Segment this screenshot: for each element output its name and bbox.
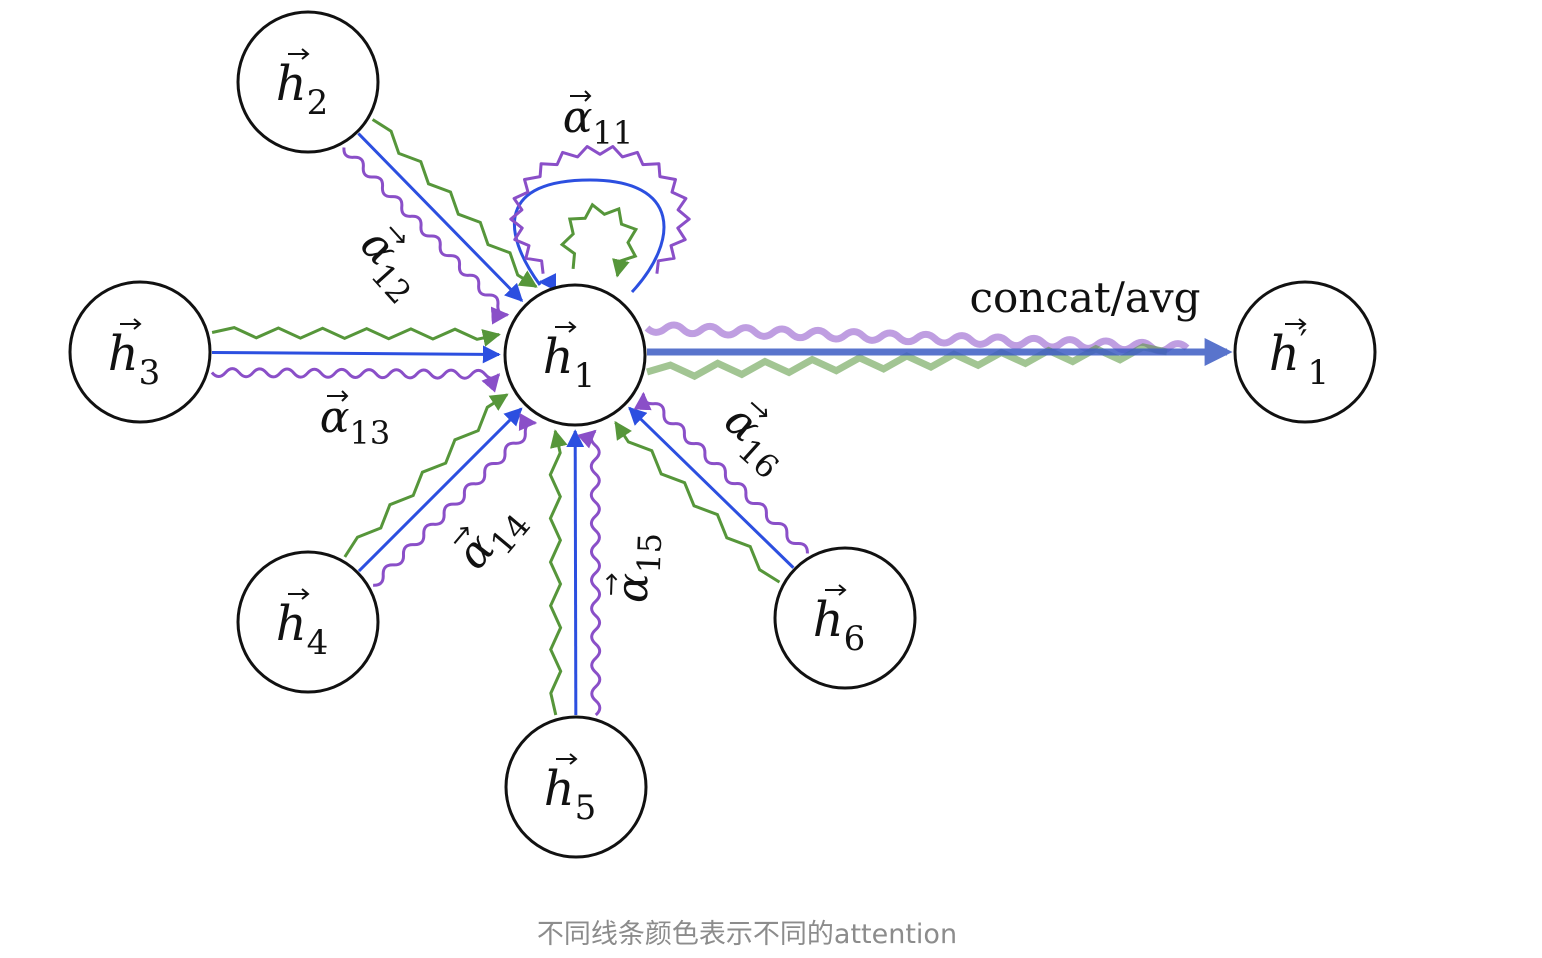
svg-text:α16: α16 xyxy=(708,395,800,487)
purple-aggregation-line xyxy=(644,321,1190,355)
purple-attention-line xyxy=(577,429,602,717)
node-circle xyxy=(503,283,647,427)
node-circle xyxy=(773,546,917,690)
vector-arrow-icon xyxy=(389,226,405,244)
vector-arrow-icon xyxy=(750,401,768,418)
edge-h3-to-h1 xyxy=(210,326,501,393)
purple-attention-line xyxy=(373,413,538,587)
blue-self-loop xyxy=(512,178,666,294)
node-h1: h1 xyxy=(503,283,647,427)
edge-h4-to-h1 xyxy=(343,393,538,587)
node-h3: h3 xyxy=(68,280,212,424)
node-h5: h5 xyxy=(504,715,648,859)
aggregation-edge xyxy=(644,321,1233,381)
node-circle xyxy=(1233,280,1377,424)
blue-attention-line xyxy=(211,345,501,364)
vector-arrow-icon xyxy=(825,584,847,596)
alpha-label-a14: α14 xyxy=(447,492,538,585)
edge-h6-to-h1 xyxy=(614,391,809,584)
edge-h5-to-h1 xyxy=(548,429,602,717)
node-h2-label: h2 xyxy=(276,56,329,123)
purple-attention-line xyxy=(633,391,809,554)
green-attention-line xyxy=(211,326,501,347)
green-self-loop xyxy=(559,202,639,278)
node-h1-prime: h′1 xyxy=(1233,280,1377,424)
node-circle xyxy=(68,280,212,424)
purple-attention-line xyxy=(342,147,510,325)
vector-arrow-icon xyxy=(570,90,592,102)
node-circle xyxy=(236,10,380,154)
vector-arrow-icon xyxy=(327,390,349,402)
alpha-label-a13: α13 xyxy=(320,390,390,452)
node-h6: h6 xyxy=(773,546,917,690)
svg-text:α11: α11 xyxy=(563,92,633,152)
vector-arrow-icon xyxy=(1285,318,1307,330)
vector-arrow-icon xyxy=(288,48,310,60)
node-h3-label: h3 xyxy=(108,326,161,393)
purple-attention-line xyxy=(210,367,501,393)
green-aggregation-line xyxy=(646,343,1168,381)
blue-attention-line xyxy=(628,406,795,569)
node-h1-label: h1 xyxy=(543,329,596,396)
node-circle xyxy=(504,715,648,859)
node-circle xyxy=(236,550,380,694)
attention-edges xyxy=(210,118,809,717)
blue-attention-line xyxy=(357,132,524,302)
node-h6-label: h6 xyxy=(813,592,866,659)
aggregation-label: concat/avg xyxy=(969,273,1200,322)
svg-text:α13: α13 xyxy=(320,392,390,452)
vector-arrow-icon xyxy=(288,588,310,600)
alpha-label-a11: α11 xyxy=(563,90,633,152)
node-h4-label: h4 xyxy=(276,596,329,663)
node-h4: h4 xyxy=(236,550,380,694)
node-h2: h2 xyxy=(236,10,380,154)
self-attention-loop xyxy=(509,145,691,294)
green-attention-line xyxy=(371,118,538,288)
vector-arrow-icon xyxy=(556,753,578,765)
vector-arrow-icon xyxy=(120,318,142,330)
purple-self-loop xyxy=(509,145,691,274)
blue-attention-line xyxy=(357,407,523,573)
green-attention-line xyxy=(614,420,781,584)
blue-attention-line xyxy=(566,429,585,716)
alpha-label-a15: α15 xyxy=(605,531,669,604)
graph-nodes: h1 h2 h3 h4 h5 h6 h′1 xyxy=(68,10,1377,859)
vector-arrow-icon xyxy=(453,526,469,544)
node-h5-label: h5 xyxy=(544,761,597,828)
vector-arrow-icon xyxy=(605,573,618,595)
svg-text:α15: α15 xyxy=(607,531,669,603)
node-h1-prime-label: h′1 xyxy=(1269,323,1329,393)
vector-arrow-icon xyxy=(555,321,577,333)
green-attention-line xyxy=(548,429,568,716)
alpha-label-a16: α16 xyxy=(708,395,800,487)
figure-caption: 不同线条颜色表示不同的attention xyxy=(536,919,958,950)
svg-text:α14: α14 xyxy=(447,492,538,585)
green-attention-line xyxy=(343,393,509,558)
edge-h2-to-h1 xyxy=(342,118,538,325)
